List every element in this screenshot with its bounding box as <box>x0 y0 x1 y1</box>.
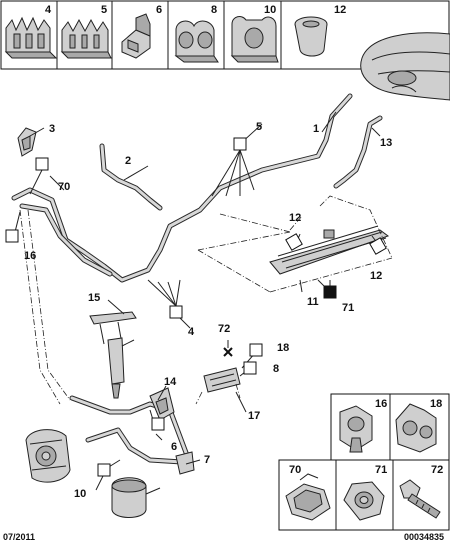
callout-70: 70 <box>58 181 70 193</box>
cell-number: 6 <box>156 4 162 16</box>
callout-numbers: 1 2 3 5 13 70 16 12 12 11 71 15 4 72 18 … <box>24 121 392 500</box>
double-clip-icon <box>174 20 219 63</box>
bracket-part-7 <box>175 451 195 475</box>
callout-4: 4 <box>188 326 195 338</box>
bracket-clip-icon <box>121 13 151 59</box>
cell-number: 8 <box>211 4 217 16</box>
bracket-part-15 <box>89 311 137 345</box>
footer-reference: 00034835 <box>404 532 444 542</box>
callout-markers <box>5 137 387 477</box>
cell-number: 12 <box>334 4 346 16</box>
bracket-part-14 <box>149 387 175 421</box>
grommet-icon <box>294 16 328 57</box>
callout-1: 1 <box>313 123 319 135</box>
clip-part-3 <box>17 127 37 157</box>
nut-icon <box>343 481 385 521</box>
pipe-bracket-part-2 <box>99 143 163 211</box>
cell-number: 4 <box>45 4 52 16</box>
callout-2: 2 <box>125 155 131 167</box>
callout-leaders <box>13 111 381 491</box>
fuel-tank <box>360 32 450 101</box>
fuel-filter <box>111 477 161 518</box>
callout-6: 6 <box>171 441 177 453</box>
fuel-cooler-part-11 <box>269 225 390 293</box>
callout-15: 15 <box>88 292 100 304</box>
callout-11: 11 <box>307 296 319 308</box>
bottom-parts-grid: 16 18 70 71 72 <box>278 393 450 531</box>
callout-14: 14 <box>164 376 177 388</box>
cell-number: 72 <box>431 464 443 476</box>
cell-number: 5 <box>101 4 107 16</box>
double-pipe-clip-icon <box>395 403 437 453</box>
cell-number: 71 <box>375 464 387 476</box>
cross-marker-icon <box>223 347 233 357</box>
injector <box>107 337 135 399</box>
cell-number: 16 <box>375 398 387 410</box>
pipe-clip-icon <box>339 405 373 453</box>
top-parts-strip: 4 5 6 8 10 <box>0 0 450 70</box>
callout-12: 12 <box>289 212 301 224</box>
cell-number: 70 <box>289 464 301 476</box>
fuel-pump <box>25 429 71 483</box>
callout-71: 71 <box>342 302 354 314</box>
callout-72: 72 <box>218 323 230 335</box>
clip-comb-icon <box>60 18 112 59</box>
callout-7: 7 <box>204 454 210 466</box>
callout-17: 17 <box>248 410 260 422</box>
callout-18: 18 <box>277 342 289 354</box>
callout-12: 12 <box>370 270 382 282</box>
clip-assembly-part-17 <box>195 367 241 405</box>
clip-icon <box>230 16 279 63</box>
footer-date: 07/2011 <box>3 532 35 542</box>
callout-5: 5 <box>256 121 262 133</box>
callout-10: 10 <box>74 488 86 500</box>
fuel-pipes <box>11 93 383 465</box>
callout-13: 13 <box>380 137 392 149</box>
bolt-icon <box>399 479 441 519</box>
clip-comb-icon <box>4 16 58 59</box>
callout-16: 16 <box>24 250 36 262</box>
callout-8: 8 <box>273 363 279 375</box>
cell-number: 10 <box>264 4 276 16</box>
callout-3: 3 <box>49 123 55 135</box>
guide-lines <box>197 195 393 293</box>
clip-block-icon <box>285 473 331 521</box>
cell-number: 18 <box>430 398 442 410</box>
